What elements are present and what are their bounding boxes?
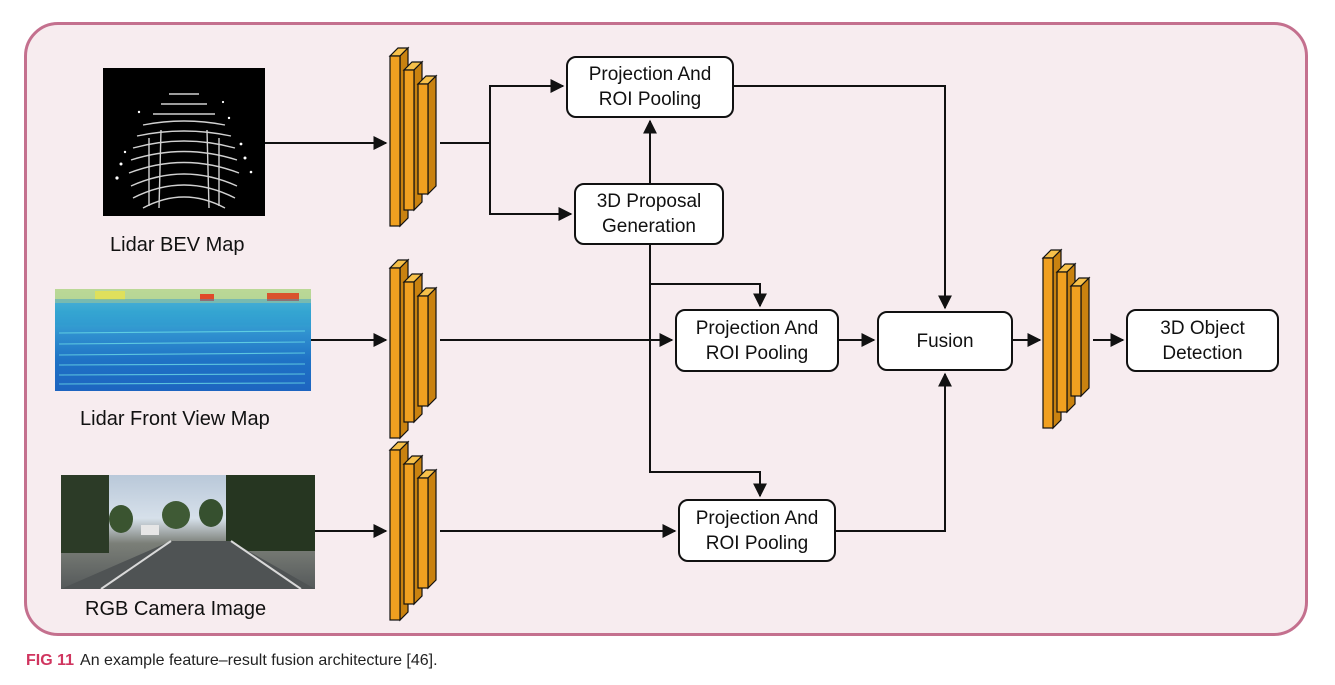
figure-number: FIG 11 xyxy=(26,652,75,669)
box-line: Projection And xyxy=(695,317,819,339)
figure-caption: FIG 11 An example feature–result fusion a… xyxy=(26,652,438,670)
box-line: ROI Pooling xyxy=(598,89,702,110)
box-line: ROI Pooling xyxy=(705,532,809,554)
feature-block-front-view xyxy=(388,258,438,440)
box-line: Projection And xyxy=(695,507,819,529)
edge-proposal-to-proj-bot xyxy=(649,284,767,498)
feature-block-fusion-output xyxy=(1041,248,1091,430)
edge-split-to-proj-top xyxy=(489,79,565,143)
feature-block-rgb xyxy=(388,440,438,622)
box-line: ROI Pooling xyxy=(705,342,809,364)
box-line: Detection xyxy=(1162,342,1243,364)
box-line: 3D Object xyxy=(1160,317,1245,339)
fusion-box: Fusion xyxy=(877,311,1013,371)
edge-proposal-to-proj-mid xyxy=(649,245,767,308)
lidar-front-view-label: Lidar Front View Map xyxy=(80,408,270,430)
lidar-bev-label: Lidar BEV Map xyxy=(110,234,245,256)
feature-block-bev xyxy=(388,46,438,228)
caption-text: An example feature–result fusion archite… xyxy=(80,652,438,669)
box-line: Fusion xyxy=(916,330,974,352)
edge-proj-bot-to-fusion xyxy=(836,372,952,532)
box-line: Generation xyxy=(601,216,696,237)
rgb-camera-image xyxy=(61,475,315,589)
rgb-camera-label: RGB Camera Image xyxy=(85,598,267,620)
lidar-front-view-image xyxy=(55,289,311,391)
box-line: 3D Proposal xyxy=(596,191,702,212)
lidar-bev-image xyxy=(103,68,265,216)
edge-proj-top-to-fusion xyxy=(734,85,952,310)
box-line: Projection And xyxy=(588,64,712,85)
edge-split-to-proposal xyxy=(489,143,573,221)
